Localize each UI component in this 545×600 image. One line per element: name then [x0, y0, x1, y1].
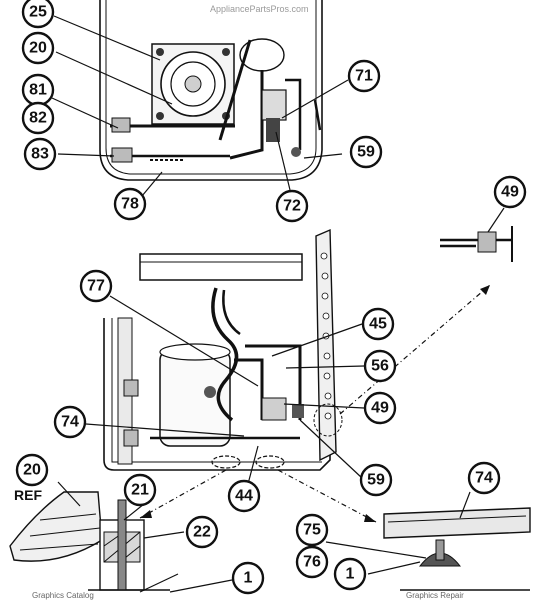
svg-text:20: 20 — [23, 462, 41, 479]
callout-83: 83 — [23, 137, 57, 171]
callout-45: 45 — [361, 307, 395, 341]
callout-59-bottom: 59 — [359, 463, 393, 497]
svg-text:21: 21 — [131, 482, 149, 499]
callout-20: 20 — [21, 31, 55, 65]
svg-text:82: 82 — [29, 110, 47, 127]
mount-detail-left — [9, 491, 179, 593]
callout-74-detail: 74 — [467, 461, 501, 495]
svg-text:77: 77 — [87, 278, 105, 295]
callout-76: 76 — [295, 545, 329, 579]
svg-text:83: 83 — [31, 146, 49, 163]
svg-text:72: 72 — [283, 198, 301, 215]
svg-text:71: 71 — [355, 68, 373, 85]
svg-text:1: 1 — [244, 570, 253, 587]
top-unit-view — [99, 0, 323, 181]
svg-text:78: 78 — [121, 196, 139, 213]
callout-49-inset: 49 — [493, 175, 527, 209]
callout-49-main: 49 — [363, 391, 397, 425]
callout-71: 71 — [347, 59, 381, 93]
callout-74-main: 74 — [53, 405, 87, 439]
callout-59-top: 59 — [349, 135, 383, 169]
callout-20-ref: 20 — [15, 453, 49, 487]
inset-valve-view — [440, 207, 513, 262]
svg-text:49: 49 — [501, 184, 519, 201]
detail-leaders — [57, 481, 471, 593]
svg-text:49: 49 — [371, 400, 389, 417]
callout-56: 56 — [363, 349, 397, 383]
svg-text:56: 56 — [371, 358, 389, 375]
svg-text:45: 45 — [369, 316, 387, 333]
svg-text:20: 20 — [29, 40, 47, 57]
callout-1-left: 1 — [231, 561, 265, 595]
callout-78: 78 — [113, 187, 147, 221]
callout-22: 22 — [185, 515, 219, 549]
callout-44: 44 — [227, 479, 261, 513]
callout-1-right: 1 — [333, 557, 367, 591]
svg-text:81: 81 — [29, 82, 47, 99]
svg-text:22: 22 — [193, 524, 211, 541]
svg-text:1: 1 — [346, 566, 355, 583]
callout-77: 77 — [79, 269, 113, 303]
mount-detail-right — [383, 507, 531, 591]
ref-label: REF — [14, 487, 42, 503]
callout-81: 81 — [21, 73, 55, 107]
svg-text:59: 59 — [367, 472, 385, 489]
callout-21: 21 — [123, 473, 157, 507]
svg-text:75: 75 — [303, 522, 321, 539]
svg-text:25: 25 — [29, 4, 47, 21]
svg-text:74: 74 — [61, 414, 79, 431]
svg-text:59: 59 — [357, 144, 375, 161]
svg-text:44: 44 — [235, 488, 253, 505]
callout-25: 25 — [21, 0, 55, 29]
svg-text:74: 74 — [475, 470, 493, 487]
callout-82: 82 — [21, 101, 55, 135]
svg-text:76: 76 — [303, 554, 321, 571]
bottom-leaders — [85, 295, 365, 485]
callout-75: 75 — [295, 513, 329, 547]
footer-left-text: Graphics Catalog — [32, 591, 94, 600]
footer-right-text: Graphics Repair — [406, 591, 464, 600]
watermark-text: AppliancePartsPros.com — [210, 4, 309, 14]
top-leaders — [51, 15, 349, 197]
callout-72: 72 — [275, 189, 309, 223]
